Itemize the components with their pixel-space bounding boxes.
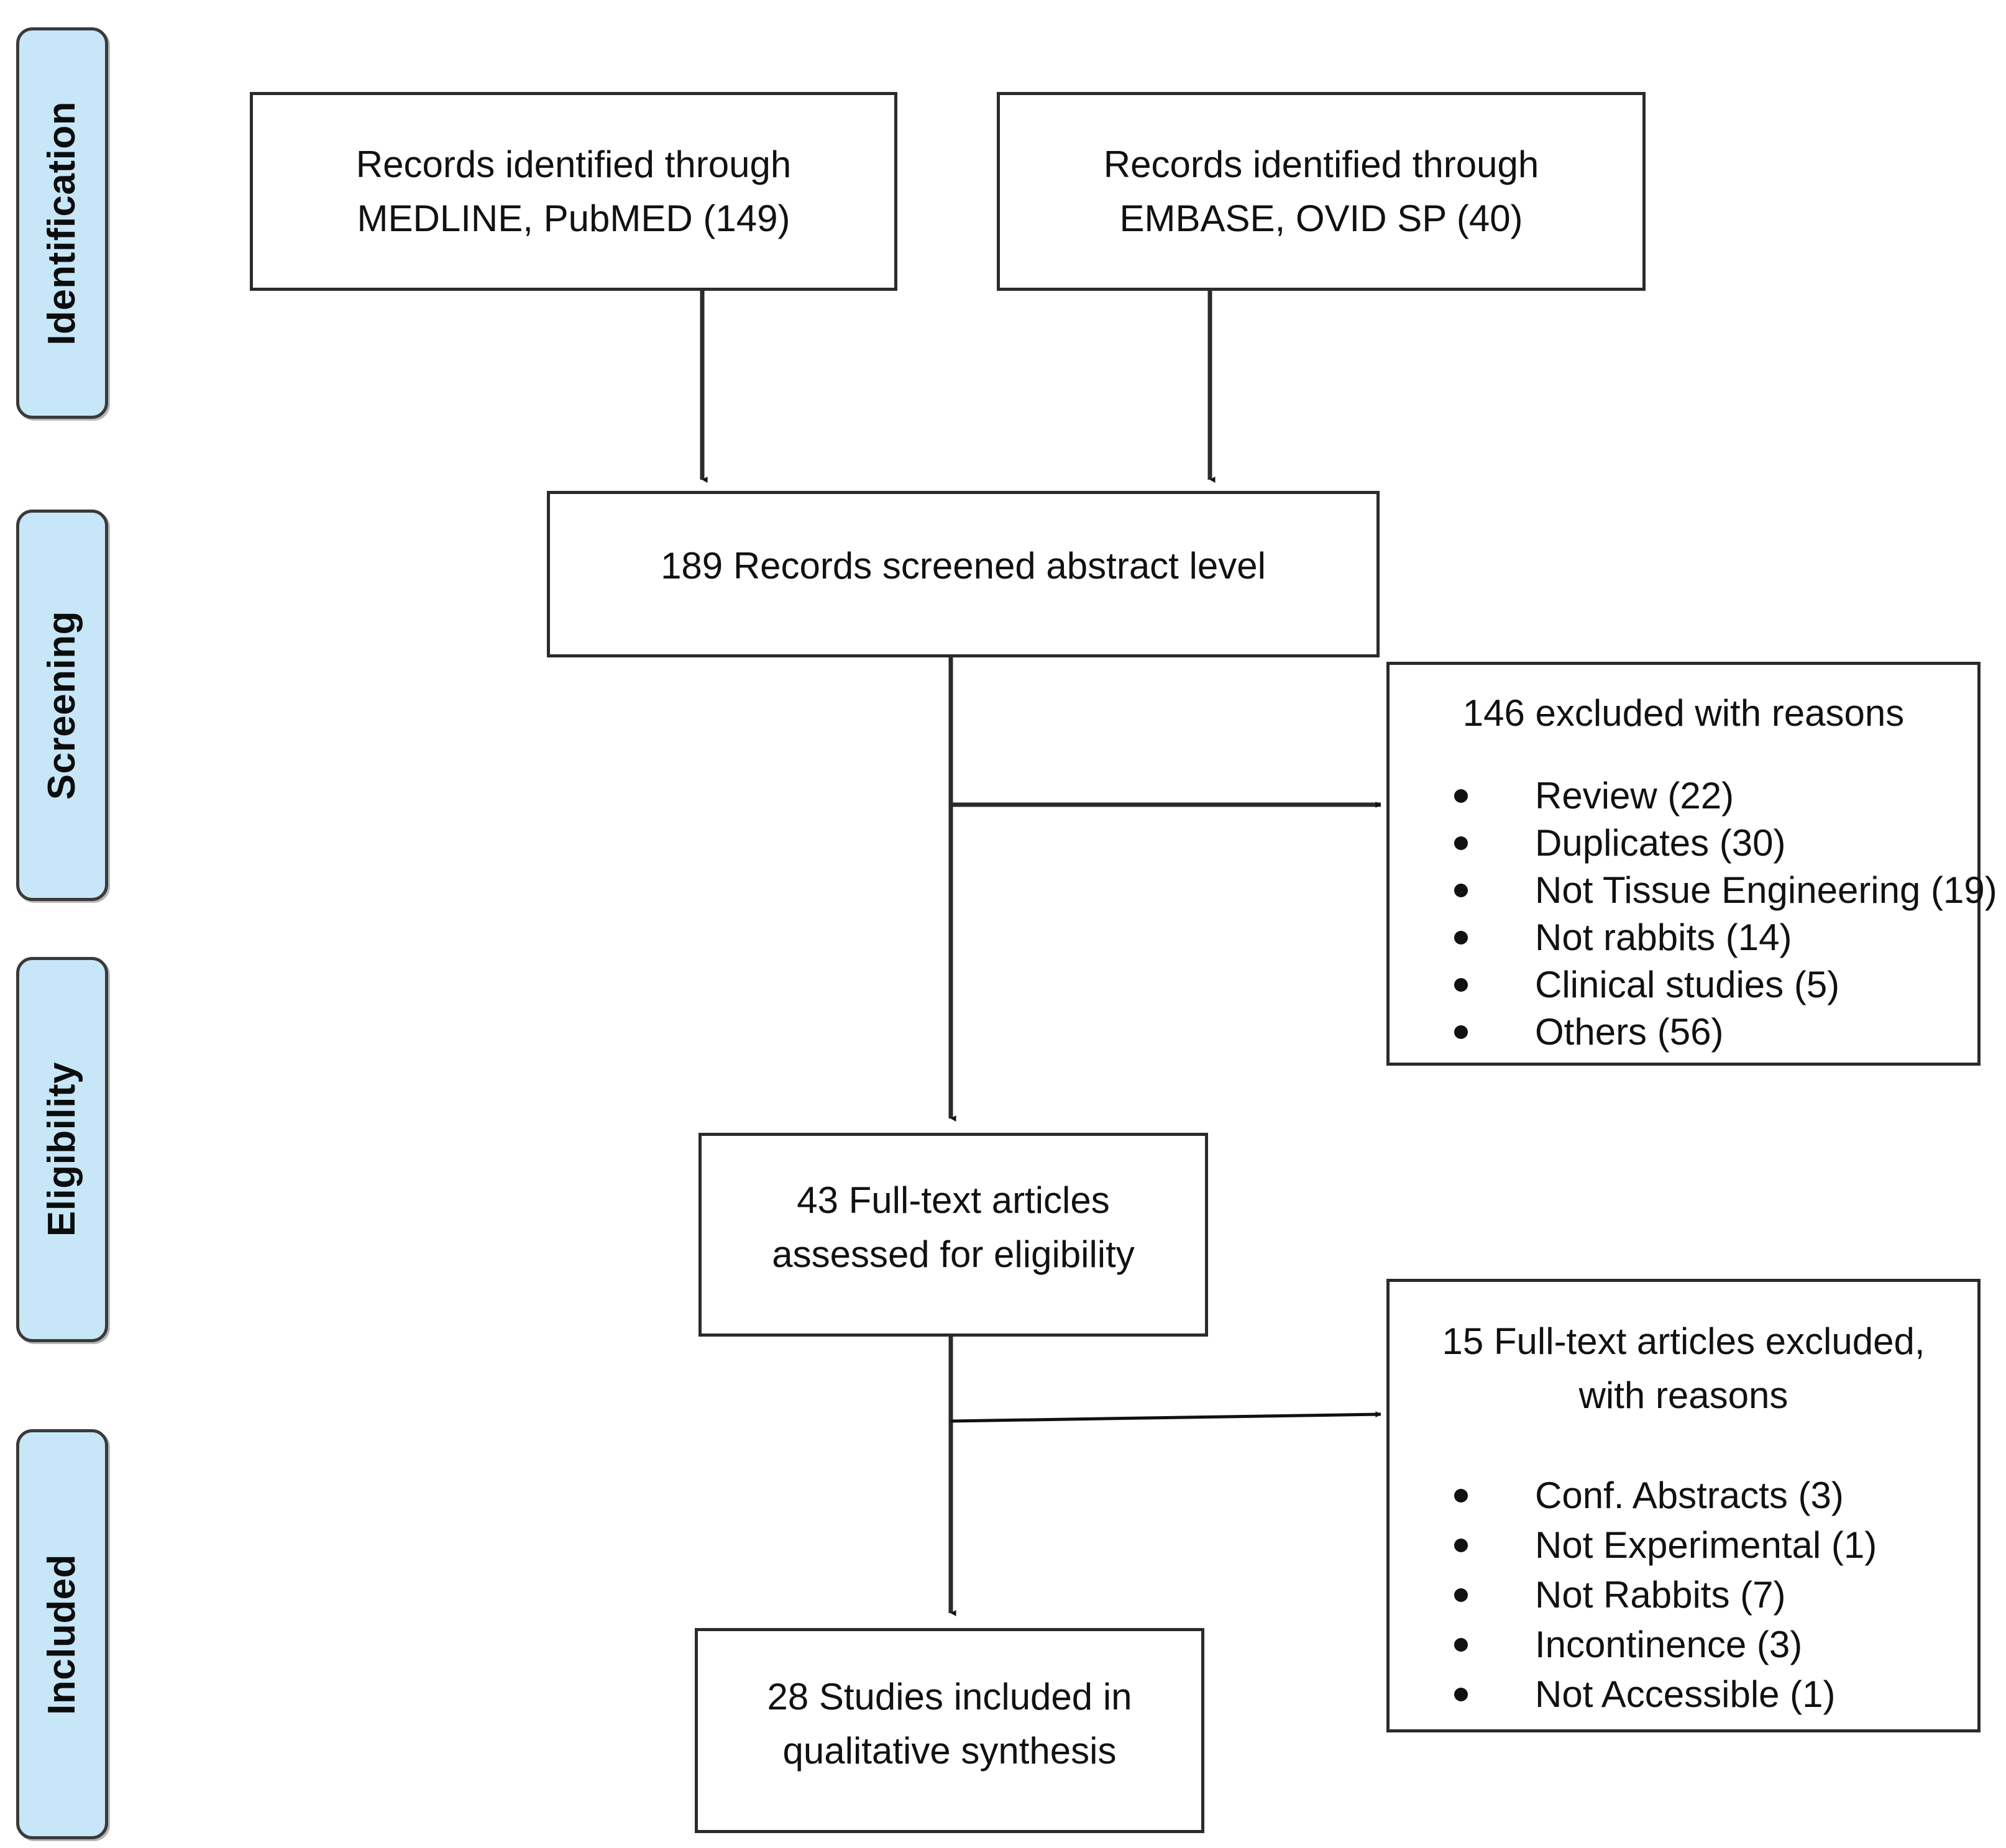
box-source-medline-line-2: MEDLINE, PubMED (149) (357, 198, 790, 239)
list-item: Not Rabbits (7) (1454, 1570, 1877, 1620)
excluded-fulltext-reason-label: Incontinence (3) (1535, 1624, 1803, 1665)
list-item: Not Tissue Engineering (19) (1454, 867, 1997, 914)
excluded-abstract-reason-label: Duplicates (30) (1535, 822, 1786, 864)
box-studies-included-line-1: 28 Studies included in (767, 1676, 1132, 1718)
list-item: Others (56) (1454, 1009, 1997, 1056)
phase-label-screening: Screening (40, 610, 83, 800)
box-fulltext-assessed-line-1: 43 Full-text articles (797, 1179, 1110, 1221)
bullet-icon (1454, 1025, 1468, 1039)
box-excluded-fulltext-level: 15 Full-text articles excluded, with rea… (1386, 1279, 1981, 1732)
box-records-screened-line-1: 189 Records screened abstract level (661, 545, 1266, 587)
list-item: Incontinence (3) (1454, 1620, 1877, 1670)
list-item: Not Accessible (1) (1454, 1670, 1877, 1719)
excluded-abstract-reason-label: Not Tissue Engineering (19) (1535, 869, 1997, 911)
box-studies-included-line-2: qualitative synthesis (782, 1730, 1117, 1772)
bullet-icon (1454, 1489, 1468, 1503)
box-source-embase: Records identified through EMBASE, OVID … (997, 92, 1646, 291)
bullet-icon (1454, 789, 1468, 803)
box-source-medline-line-1: Records identified through (355, 144, 792, 185)
excluded-fulltext-reason-label: Not Accessible (1) (1535, 1673, 1836, 1715)
phase-chip-identification: Identification (16, 27, 108, 419)
list-item: Not rabbits (14) (1454, 914, 1997, 961)
list-item: Conf. Abstracts (3) (1454, 1471, 1877, 1521)
bullet-icon (1454, 836, 1468, 850)
box-source-embase-line-2: EMBASE, OVID SP (40) (1119, 198, 1523, 239)
list-item: Not Experimental (1) (1454, 1521, 1877, 1570)
excluded-fulltext-title-line-1: 15 Full-text articles excluded, (1442, 1320, 1925, 1362)
box-excluded-abstract-level: 146 excluded with reasons Review (22) Du… (1386, 662, 1997, 1066)
bullet-icon (1454, 1588, 1468, 1602)
list-item: Duplicates (30) (1454, 820, 1997, 867)
phase-label-identification: Identification (40, 101, 83, 345)
excluded-abstract-reason-label: Clinical studies (5) (1535, 964, 1840, 1005)
phase-label-eligibility: Eligibility (40, 1062, 83, 1237)
phase-chip-included: Included (16, 1429, 108, 1839)
excluded-fulltext-reason-label: Not Rabbits (7) (1535, 1574, 1786, 1616)
box-source-medline: Records identified through MEDLINE, PubM… (250, 92, 897, 291)
excluded-abstract-reason-label: Review (22) (1535, 775, 1734, 817)
box-source-embase-line-1: Records identified through (1103, 144, 1539, 185)
excluded-fulltext-title-line-2: with reasons (1578, 1375, 1788, 1416)
box-records-screened: 189 Records screened abstract level (547, 491, 1380, 657)
phase-chip-screening: Screening (16, 510, 108, 901)
excluded-abstract-reason-label: Others (56) (1535, 1011, 1724, 1053)
bullet-icon (1454, 1638, 1468, 1652)
bullet-icon (1454, 884, 1468, 897)
box-fulltext-assessed-line-2: assessed for eligibility (772, 1233, 1135, 1275)
box-fulltext-assessed: 43 Full-text articles assessed for eligi… (698, 1133, 1208, 1337)
bullet-icon (1454, 1539, 1468, 1552)
excluded-abstract-reason-label: Not rabbits (14) (1535, 917, 1792, 958)
excluded-fulltext-reason-list: Conf. Abstracts (3) Not Experimental (1)… (1454, 1471, 1877, 1719)
arrow-fulltext-to-excluded-fulltext (950, 1411, 1381, 1423)
bullet-icon (1454, 931, 1468, 945)
list-item: Clinical studies (5) (1454, 961, 1997, 1009)
bullet-icon (1454, 1688, 1468, 1701)
phase-label-included: Included (40, 1553, 83, 1715)
phase-chip-eligibility: Eligibility (16, 957, 108, 1342)
box-studies-included: 28 Studies included in qualitative synth… (695, 1628, 1204, 1833)
excluded-fulltext-reason-label: Conf. Abstracts (3) (1535, 1475, 1844, 1516)
excluded-abstract-title: 146 excluded with reasons (1462, 692, 1905, 734)
bullet-icon (1454, 978, 1468, 992)
list-item: Review (22) (1454, 772, 1997, 820)
excluded-fulltext-reason-label: Not Experimental (1) (1535, 1524, 1877, 1566)
excluded-abstract-reason-list: Review (22) Duplicates (30) Not Tissue E… (1454, 772, 1997, 1056)
